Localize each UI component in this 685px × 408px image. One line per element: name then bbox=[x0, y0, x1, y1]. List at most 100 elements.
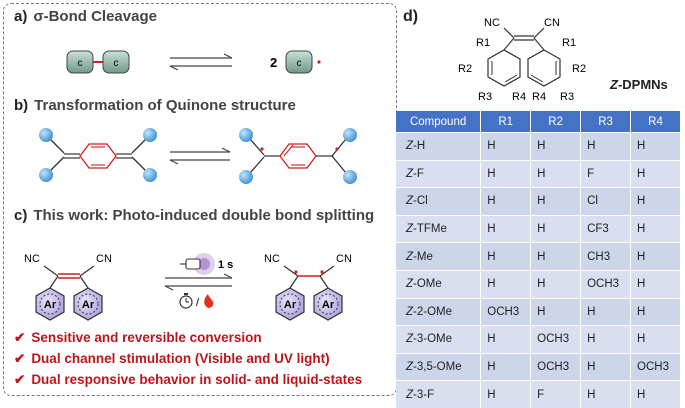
cell-r4: H bbox=[630, 269, 681, 299]
cell-r3: H bbox=[580, 325, 632, 354]
cell-r4: H bbox=[630, 380, 681, 408]
compound-cell: Z-OMe bbox=[396, 269, 482, 299]
compound-cell: Z-Cl bbox=[396, 187, 482, 216]
cell-r1: H bbox=[480, 214, 532, 243]
cell-r3: H bbox=[580, 132, 632, 161]
atom-box-radical bbox=[285, 50, 313, 74]
cell-r1: H bbox=[480, 187, 532, 216]
time-label: 1 s bbox=[218, 259, 233, 271]
atom-box-right bbox=[102, 50, 130, 74]
cell-r4: H bbox=[630, 159, 681, 188]
svg-text:R4: R4 bbox=[532, 91, 546, 103]
cell-r3: CH3 bbox=[580, 242, 632, 271]
cell-r4: H bbox=[630, 325, 681, 354]
svg-text:Ar: Ar bbox=[322, 299, 335, 311]
cell-r4: OCH3 bbox=[630, 352, 681, 381]
photo-splitting-scheme: NC CN Ar Ar 1 s / NC CN bbox=[24, 253, 352, 321]
atom-label-3: c bbox=[297, 58, 302, 69]
compound-cell: Z-3-OMe bbox=[396, 325, 482, 354]
compound-cell: Z-F bbox=[396, 159, 482, 188]
lamp-icon bbox=[180, 253, 215, 275]
svg-text:CN: CN bbox=[96, 253, 112, 265]
cell-r4: H bbox=[630, 214, 681, 243]
cell-r1: H bbox=[480, 242, 532, 271]
molecule-name: Z-DPMNs bbox=[610, 77, 668, 92]
svg-text:NC: NC bbox=[24, 253, 40, 265]
cell-r1: H bbox=[480, 132, 532, 161]
bullet-3: ✔Dual responsive behavior in solid- and … bbox=[14, 372, 363, 387]
section-d-label: d) bbox=[403, 8, 419, 25]
header-r1: R1 bbox=[480, 111, 532, 133]
svg-text:R3: R3 bbox=[560, 91, 574, 103]
cell-r2: H bbox=[530, 297, 582, 326]
cell-r2: OCH3 bbox=[530, 325, 582, 354]
header-r2: R2 bbox=[530, 111, 582, 133]
cell-r4: H bbox=[630, 242, 681, 271]
svg-text:R1: R1 bbox=[562, 37, 576, 49]
section-b-title: b)Transformation of Quinone structure bbox=[14, 97, 296, 114]
svg-text:R1: R1 bbox=[476, 37, 490, 49]
cell-r2: H bbox=[530, 269, 582, 299]
compound-cell: Z-3-F bbox=[396, 380, 482, 408]
compound-cell: Z-TFMe bbox=[396, 214, 482, 243]
cell-r3: OCH3 bbox=[580, 269, 632, 299]
biradical-right bbox=[239, 128, 357, 184]
cn-label: CN bbox=[544, 17, 560, 29]
svg-text:R3: R3 bbox=[478, 91, 492, 103]
dpmn-structure: NC CN R1 R2 R3 R4 R1 R2 R3 R4 bbox=[458, 17, 586, 103]
molecule-right: NC CN Ar Ar bbox=[264, 253, 352, 321]
compound-cell: Z-Me bbox=[396, 242, 482, 271]
cell-r1: H bbox=[480, 325, 532, 354]
cell-r4: H bbox=[630, 297, 681, 326]
svg-text:Ar: Ar bbox=[284, 299, 297, 311]
cell-r3: CF3 bbox=[580, 214, 632, 243]
cell-r3: H bbox=[580, 380, 632, 408]
cell-r1: H bbox=[480, 269, 532, 299]
cell-r4: H bbox=[630, 132, 681, 161]
slash-separator: / bbox=[196, 297, 200, 309]
bullet-2: ✔Dual channel stimulation (Visible and U… bbox=[14, 351, 330, 366]
cell-r3: H bbox=[580, 352, 632, 381]
cell-r2: F bbox=[530, 380, 582, 408]
svg-text:R2: R2 bbox=[572, 63, 586, 75]
cell-r2: OCH3 bbox=[530, 352, 582, 381]
compound-cell: Z-H bbox=[396, 132, 482, 161]
compound-cell: Z-2-OMe bbox=[396, 297, 482, 326]
check-icon: ✔ bbox=[14, 351, 26, 366]
timer-icon bbox=[179, 293, 193, 309]
coefficient: 2 bbox=[270, 55, 277, 70]
atom-label-1: c bbox=[78, 58, 83, 69]
svg-text:NC: NC bbox=[264, 253, 280, 265]
atom-label-2: c bbox=[114, 58, 119, 69]
compound-cell: Z-3,5-OMe bbox=[396, 352, 482, 381]
molecule-left: NC CN Ar Ar bbox=[24, 253, 112, 321]
radical-dot bbox=[317, 60, 321, 64]
nc-label: NC bbox=[484, 17, 500, 29]
cell-r4: H bbox=[630, 187, 681, 216]
svg-text:R2: R2 bbox=[458, 63, 472, 75]
svg-text:Ar: Ar bbox=[44, 299, 57, 311]
cell-r3: F bbox=[580, 159, 632, 188]
table-header-row: Compound R1 R2 R3 R4 bbox=[396, 111, 681, 133]
svg-text:R4: R4 bbox=[512, 91, 526, 103]
cell-r1: H bbox=[480, 380, 532, 408]
header-r4: R4 bbox=[630, 111, 681, 133]
header-compound: Compound bbox=[396, 111, 482, 133]
svg-text:CN: CN bbox=[336, 253, 352, 265]
cell-r2: H bbox=[530, 159, 582, 188]
cell-r2: H bbox=[530, 214, 582, 243]
section-c-title: c)This work: Photo-induced double bond s… bbox=[14, 207, 375, 224]
section-a-title: a)σ-Bond Cleavage bbox=[14, 8, 157, 25]
cell-r1: OCH3 bbox=[480, 297, 532, 326]
svg-text:Ar: Ar bbox=[82, 299, 95, 311]
